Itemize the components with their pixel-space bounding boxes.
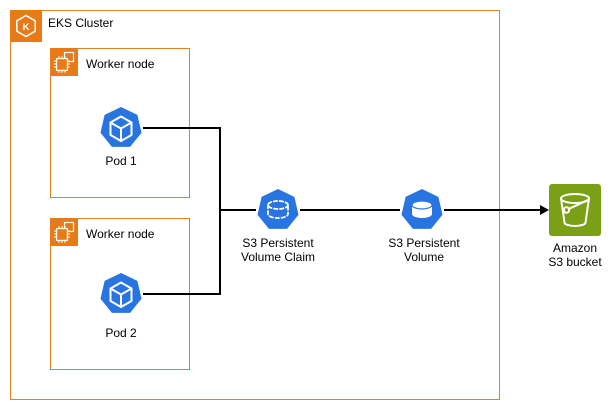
pod-1-label: Pod 1: [105, 154, 137, 168]
eks-hexagon-k-icon: K: [10, 10, 42, 42]
edge-junction-vertical: [219, 127, 221, 295]
edge-pv-to-s3: [444, 209, 540, 211]
pv-label-line1: S3 Persistent: [388, 236, 460, 250]
pvc-label-line1: S3 Persistent: [242, 236, 314, 250]
pvc-label: S3 Persistent Volume Claim: [238, 236, 318, 264]
kubernetes-pod-icon: [99, 272, 143, 316]
worker-node-1-label: Worker node: [86, 57, 155, 71]
s3-bucket-icon: [549, 184, 601, 236]
arrowhead-into-s3: [540, 204, 549, 215]
s3-bucket-label: Amazon S3 bucket: [535, 241, 612, 269]
pod-2-label: Pod 2: [105, 326, 137, 340]
edge-pvc-to-pv: [300, 209, 400, 211]
persistent-volume-claim-icon: [256, 188, 300, 232]
pv-label: S3 Persistent Volume: [384, 236, 464, 264]
edge-junction-to-pvc: [220, 209, 256, 211]
pv-label-line2: Volume: [403, 250, 445, 264]
s3-bucket-label-line1: Amazon: [552, 241, 598, 255]
eks-cluster-box: [10, 10, 500, 400]
edge-pod2-to-junction: [143, 293, 220, 295]
edge-pod1-to-junction: [143, 127, 220, 129]
pvc-label-line2: Volume Claim: [240, 250, 316, 264]
s3-bucket-label-line2: S3 bucket: [548, 255, 602, 269]
compute-chip-icon: [50, 48, 78, 76]
worker-node-2-label: Worker node: [86, 227, 155, 241]
persistent-volume-icon: [400, 188, 444, 232]
compute-chip-icon: [50, 218, 78, 246]
kubernetes-pod-icon: [99, 106, 143, 150]
svg-text:K: K: [23, 22, 30, 33]
worker-node-1-box: [50, 48, 190, 198]
eks-cluster-label: EKS Cluster: [48, 16, 114, 30]
